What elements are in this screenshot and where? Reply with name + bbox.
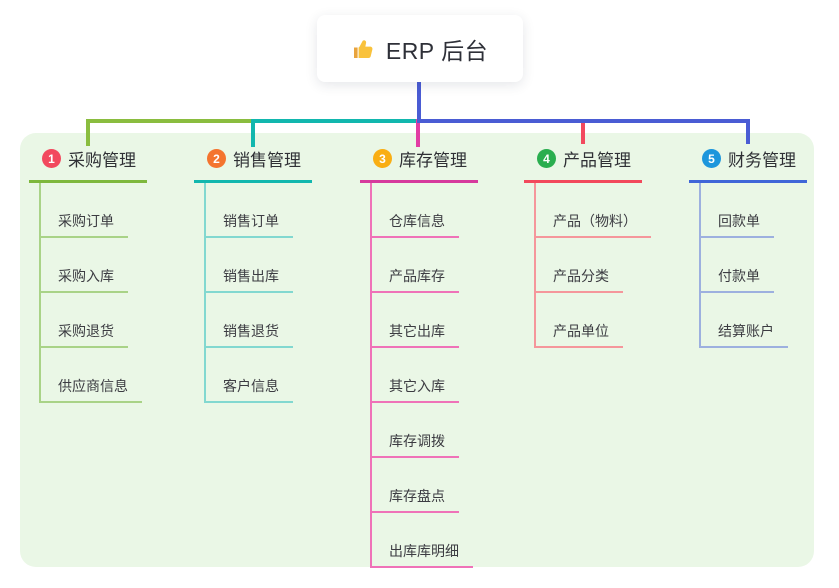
node-label: 产品单位 [536, 321, 623, 348]
node-label: 仓库信息 [372, 211, 459, 238]
node-stock-transfer[interactable]: 库存调拨 [372, 403, 478, 458]
node-product-stock[interactable]: 产品库存 [372, 238, 478, 293]
node-label: 付款单 [701, 266, 774, 293]
node-label: 结算账户 [701, 321, 788, 348]
node-label: 客户信息 [206, 376, 293, 403]
branch-label: 销售管理 [233, 151, 301, 170]
branch-number-badge: 1 [42, 149, 61, 168]
node-label: 回款单 [701, 211, 774, 238]
node-warehouse-info[interactable]: 仓库信息 [372, 183, 478, 238]
branch-label: 采购管理 [68, 151, 136, 170]
branch-number-badge: 3 [373, 149, 392, 168]
node-sales-return[interactable]: 销售退货 [206, 293, 312, 348]
branches-background-panel [20, 133, 814, 567]
branch-label: 产品管理 [563, 151, 631, 170]
branch-purchase-management: 1 采购管理 采购订单 采购入库 采购退货 供应商信息 [29, 146, 147, 403]
branch-number-badge: 5 [702, 149, 721, 168]
node-label: 采购订单 [41, 211, 128, 238]
root-node-erp[interactable]: ERP 后台 [317, 15, 523, 82]
branch-product-management: 4 产品管理 产品（物料） 产品分类 产品单位 [524, 146, 651, 348]
node-label: 库存盘点 [372, 486, 459, 513]
branch-header-inventory[interactable]: 3 库存管理 [360, 146, 478, 183]
branch-items: 销售订单 销售出库 销售退货 客户信息 [204, 183, 312, 403]
node-label: 产品分类 [536, 266, 623, 293]
branch-items: 采购订单 采购入库 采购退货 供应商信息 [39, 183, 147, 403]
node-purchase-return[interactable]: 采购退货 [41, 293, 147, 348]
branch-finance-management: 5 财务管理 回款单 付款单 结算账户 [689, 146, 807, 348]
node-receipt-bill[interactable]: 回款单 [701, 183, 807, 238]
branch-header-finance[interactable]: 5 财务管理 [689, 146, 807, 183]
node-sales-order[interactable]: 销售订单 [206, 183, 312, 238]
node-customer-info[interactable]: 客户信息 [206, 348, 312, 403]
branch-header-product[interactable]: 4 产品管理 [524, 146, 642, 183]
node-purchase-inbound[interactable]: 采购入库 [41, 238, 147, 293]
node-label: 出库库明细 [372, 541, 473, 568]
node-label: 产品（物料） [536, 211, 651, 238]
node-label: 采购退货 [41, 321, 128, 348]
node-other-inbound[interactable]: 其它入库 [372, 348, 478, 403]
node-supplier-info[interactable]: 供应商信息 [41, 348, 147, 403]
node-stock-count[interactable]: 库存盘点 [372, 458, 478, 513]
node-label: 销售订单 [206, 211, 293, 238]
node-payment-bill[interactable]: 付款单 [701, 238, 807, 293]
node-product-material[interactable]: 产品（物料） [536, 183, 651, 238]
node-label: 产品库存 [372, 266, 459, 293]
node-other-outbound[interactable]: 其它出库 [372, 293, 478, 348]
node-product-unit[interactable]: 产品单位 [536, 293, 651, 348]
node-purchase-order[interactable]: 采购订单 [41, 183, 147, 238]
node-label: 销售退货 [206, 321, 293, 348]
branch-header-purchase[interactable]: 1 采购管理 [29, 146, 147, 183]
node-label: 库存调拨 [372, 431, 459, 458]
node-outbound-detail[interactable]: 出库库明细 [372, 513, 478, 568]
branch-header-sales[interactable]: 2 销售管理 [194, 146, 312, 183]
node-label: 其它出库 [372, 321, 459, 348]
branch-inventory-management: 3 库存管理 仓库信息 产品库存 其它出库 其它入库 库存调拨 库存盘点 出库库… [360, 146, 478, 568]
branch-number-badge: 2 [207, 149, 226, 168]
thumbs-up-icon [353, 39, 373, 58]
root-node-label: ERP 后台 [385, 37, 489, 64]
node-label: 采购入库 [41, 266, 128, 293]
branch-number-badge: 4 [537, 149, 556, 168]
node-label: 供应商信息 [41, 376, 142, 403]
node-product-category[interactable]: 产品分类 [536, 238, 651, 293]
branch-label: 财务管理 [728, 151, 796, 170]
node-label: 其它入库 [372, 376, 459, 403]
branch-label: 库存管理 [399, 151, 467, 170]
node-settlement-account[interactable]: 结算账户 [701, 293, 807, 348]
node-label: 销售出库 [206, 266, 293, 293]
branch-sales-management: 2 销售管理 销售订单 销售出库 销售退货 客户信息 [194, 146, 312, 403]
branch-items: 产品（物料） 产品分类 产品单位 [534, 183, 651, 348]
node-sales-outbound[interactable]: 销售出库 [206, 238, 312, 293]
branch-items: 仓库信息 产品库存 其它出库 其它入库 库存调拨 库存盘点 出库库明细 [370, 183, 478, 568]
branch-items: 回款单 付款单 结算账户 [699, 183, 807, 348]
